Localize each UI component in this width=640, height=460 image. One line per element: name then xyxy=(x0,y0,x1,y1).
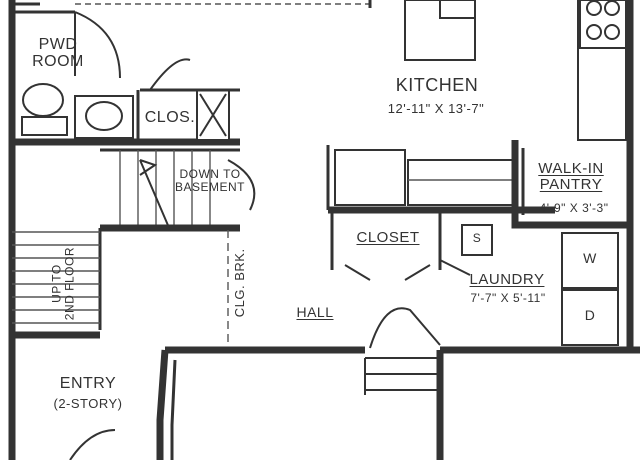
dryer-label: D xyxy=(584,307,596,323)
burner-4 xyxy=(604,24,620,40)
vanity-sink xyxy=(85,101,123,131)
basement-arrow xyxy=(139,159,171,231)
burner-1 xyxy=(586,0,602,16)
dryer-box xyxy=(561,289,619,346)
washer-box xyxy=(561,232,619,289)
clos-door-swing xyxy=(149,58,191,91)
washer-label: W xyxy=(583,250,597,266)
toilet xyxy=(22,83,64,117)
pwd-room-label: PWD ROOM xyxy=(32,36,84,70)
counter xyxy=(407,159,514,206)
closet-small-label: CLOS. xyxy=(144,109,196,126)
clg-brk-label: CLG. BRK. xyxy=(232,248,248,318)
laundry-dims: 7'-7" X 5'-11" xyxy=(470,291,546,305)
closet-door-left xyxy=(344,264,371,281)
walk-in-pantry-label: WALK-IN PANTRY xyxy=(538,160,604,193)
laundry-door xyxy=(439,259,471,276)
entry-bay-wall xyxy=(156,349,169,460)
clos-cabinet-x xyxy=(199,93,227,137)
pantry-wall xyxy=(511,140,630,229)
burner-3 xyxy=(586,24,602,40)
toilet-tank xyxy=(21,116,68,136)
hall-label: HALL xyxy=(296,304,334,320)
hall-door-swing xyxy=(369,307,441,349)
hall-stair xyxy=(364,357,441,395)
closet-door-right xyxy=(404,264,431,281)
basement-door-swing xyxy=(227,159,256,211)
upstair-treads xyxy=(12,231,100,324)
pwd-door-swing xyxy=(74,11,121,79)
entry-bay-inner xyxy=(170,359,177,460)
up-to-2nd-floor-label: UP TO 2ND FLOOR xyxy=(49,247,76,321)
kitchen-dims: 12'-11" X 13'-7" xyxy=(387,101,485,116)
entry-sub-label: (2-STORY) xyxy=(53,396,123,411)
fridge xyxy=(334,149,406,206)
entry-door-swing xyxy=(69,429,116,460)
laundry-sink xyxy=(461,224,493,256)
entry-label: ENTRY xyxy=(59,375,117,392)
laundry-sink-label: S xyxy=(472,231,482,245)
pantry-dims: 4'-9" X 3'-3" xyxy=(539,201,609,215)
kitchen-label: KITCHEN xyxy=(395,75,479,95)
basement-stair-treads xyxy=(119,150,211,225)
island-sink xyxy=(439,0,476,19)
down-to-basement-label: DOWN TO BASEMENT xyxy=(174,167,245,194)
closet-label: CLOSET xyxy=(356,229,420,246)
laundry-label: LAUNDRY xyxy=(469,271,545,288)
burner-2 xyxy=(604,0,620,16)
